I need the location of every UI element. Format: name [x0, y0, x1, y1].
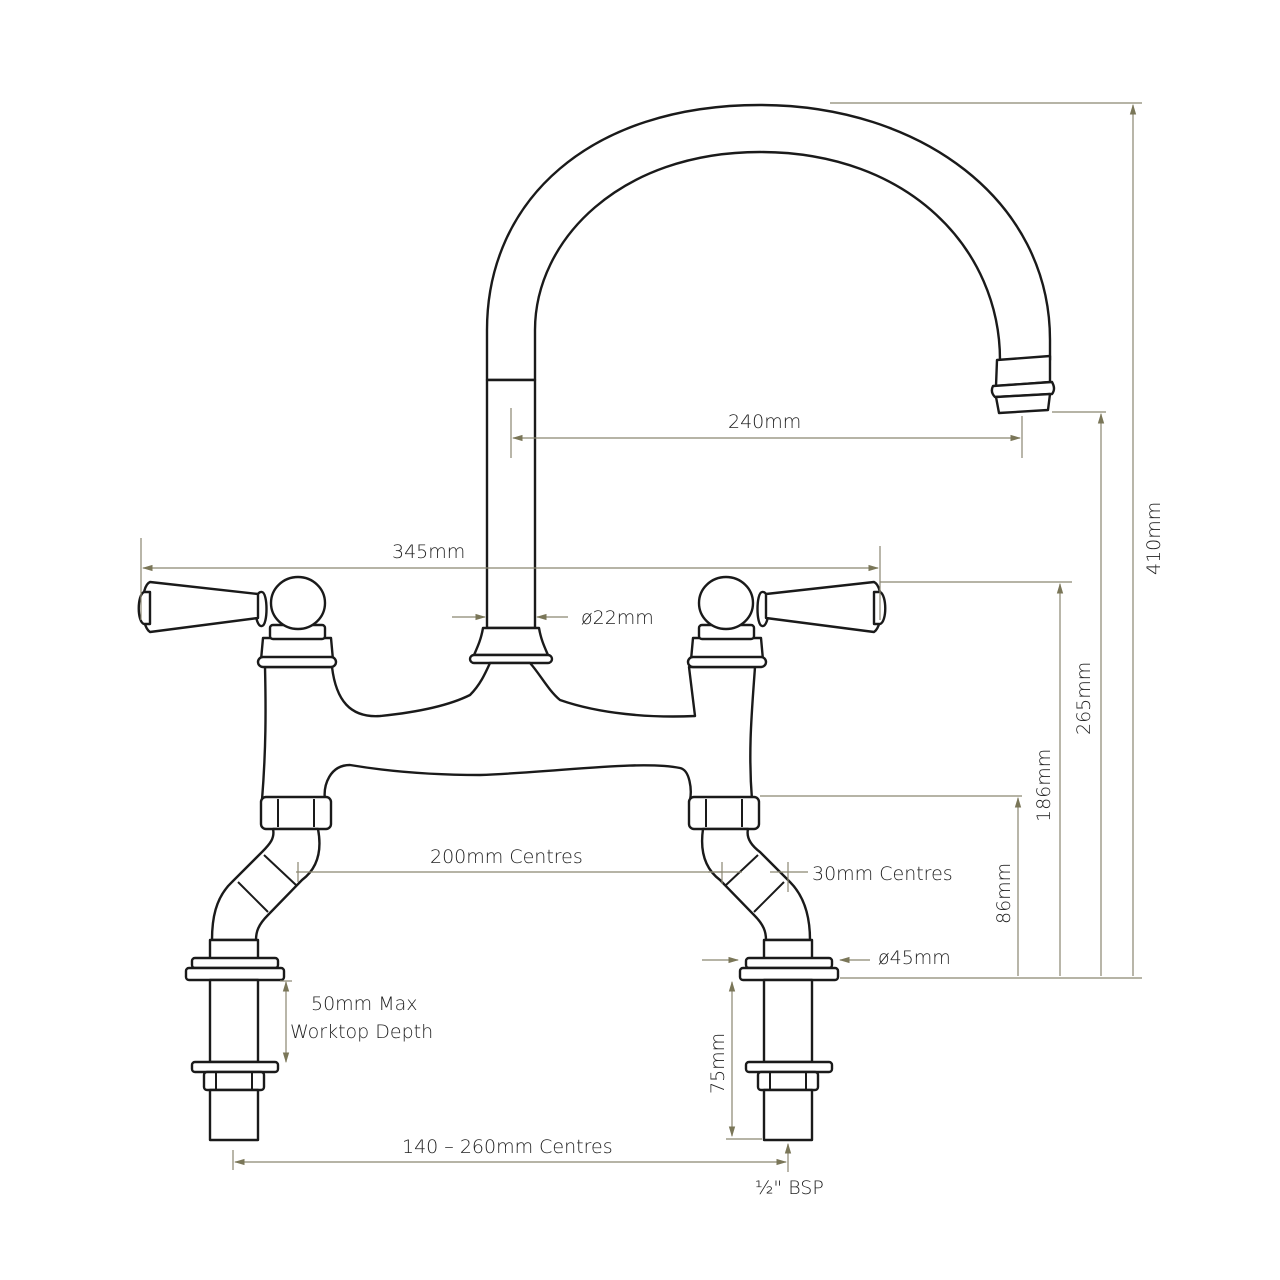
- spout-base: [472, 626, 550, 657]
- label-worktop-depth-2: Worktop Depth: [290, 1021, 433, 1043]
- label-worktop-depth-1: 50mm Max: [311, 993, 418, 1015]
- label-offset-centres: 30mm Centres: [812, 863, 953, 885]
- label-shank-length: 75mm: [707, 1033, 729, 1094]
- left-leg: [184, 795, 333, 1142]
- label-handle-height: 186mm: [1033, 749, 1055, 822]
- label-spout-reach: 240mm: [728, 411, 801, 433]
- label-overall-height: 410mm: [1143, 502, 1165, 575]
- bridge-body: [260, 661, 757, 802]
- right-leg: [687, 795, 840, 1142]
- dimension-labels: 240mm 345mm ø22mm 410mm 265mm 186mm 86mm…: [290, 411, 1165, 1199]
- label-outlet-height: 265mm: [1073, 662, 1095, 735]
- spout-riser: [485, 378, 537, 630]
- left-handle: [137, 575, 338, 669]
- label-spout-diameter: ø22mm: [581, 607, 654, 629]
- right-handle: [686, 575, 887, 669]
- label-flange-diameter: ø45mm: [878, 947, 951, 969]
- spout: [485, 103, 1052, 382]
- label-overall-width: 345mm: [392, 541, 465, 563]
- label-body-height: 86mm: [993, 863, 1015, 924]
- dimension-lines: [140, 102, 1142, 1172]
- label-inlet-centres: 200mm Centres: [430, 846, 583, 868]
- label-adjustable-centres: 140 – 260mm Centres: [402, 1136, 613, 1158]
- label-connection: ½" BSP: [755, 1177, 824, 1199]
- tap-outline: [137, 103, 1056, 1142]
